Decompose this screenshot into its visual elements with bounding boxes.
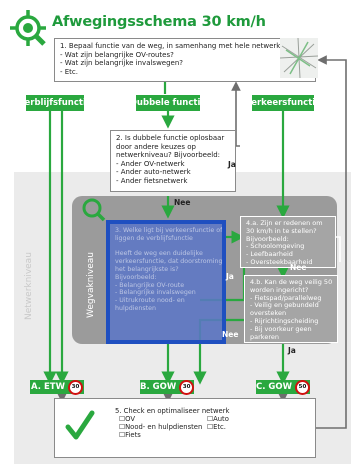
step1-line: - Etc. bbox=[60, 67, 78, 76]
step4b-no-label: Nee bbox=[222, 330, 239, 339]
step1-heading: 1. Bepaal functie van de weg, in samenha… bbox=[60, 42, 281, 50]
step5-option: ☐OV bbox=[119, 415, 135, 423]
step4b-line: worden ingericht? bbox=[250, 285, 309, 294]
step3-line: - Belangrijke invalswegen bbox=[115, 289, 196, 297]
step4b-yes-label: Ja bbox=[288, 346, 296, 355]
step3-line: liggen de verblijfsfunctie bbox=[115, 234, 193, 242]
step4a-line: - Oversteekbaarheid bbox=[246, 257, 313, 266]
step4a-no-label: Nee bbox=[290, 263, 307, 272]
zoom-icon bbox=[80, 196, 106, 222]
step4b-box: 4.b. Kan de weg veilig 50 worden ingeric… bbox=[244, 275, 338, 343]
step2-yes-label: Ja bbox=[228, 160, 236, 169]
step5-heading: 5. Check en optimaliseer netwerk bbox=[115, 407, 230, 415]
network-map-thumbnail bbox=[279, 37, 319, 79]
step4a-box: 4.a. Zijn er redenen om 30 km/h in te st… bbox=[240, 216, 336, 268]
step3-line: hulpdiensten bbox=[115, 304, 156, 312]
step4b-line: oversteken bbox=[250, 309, 287, 318]
step2-line: - Ander fietsnetwerk bbox=[116, 176, 188, 185]
step4a-line: - Schoolomgeving bbox=[246, 242, 305, 251]
step1-line: - Wat zijn belangrijke OV-routes? bbox=[60, 50, 174, 59]
step2-box: 2. Is dubbele functie oplosbaar door and… bbox=[110, 130, 236, 192]
step3-line bbox=[115, 243, 217, 251]
step4a-line: Bijvoorbeeld: bbox=[246, 234, 289, 243]
step4a-line: - Leefbaarheid bbox=[246, 250, 293, 259]
result-b-label: B. GOW bbox=[140, 382, 177, 392]
step5-option: ☐Auto bbox=[207, 415, 229, 423]
step2-line: netwerkniveau? Bijvoorbeeld: bbox=[116, 151, 221, 160]
step5-option: ☐Etc. bbox=[207, 423, 226, 431]
checkmark-icon bbox=[65, 409, 95, 443]
step4b-line: - Bij voorkeur geen bbox=[250, 324, 312, 333]
function-verkeer: Verkeersfunctie bbox=[245, 95, 321, 111]
function-verblijf: Verblijfsfunctie bbox=[18, 95, 92, 111]
step2-no-label: Nee bbox=[174, 198, 191, 207]
speed-sign-icon: 50 bbox=[295, 379, 310, 395]
speed-sign-icon: 30 bbox=[67, 379, 83, 395]
step2-line: door andere keuzes op bbox=[116, 142, 196, 151]
result-c-label: C. GOW bbox=[256, 382, 293, 392]
step3-line: Bijvoorbeeld: bbox=[115, 273, 157, 281]
step4a-line: 4.a. Zijn er redenen om bbox=[246, 219, 323, 227]
step5-option: ☐Nood- en hulpdiensten bbox=[119, 423, 203, 431]
step4b-line: - Veilig en gebundeld bbox=[250, 301, 319, 310]
step4b-line: parkeren bbox=[250, 332, 279, 341]
result-b: B. GOW 30 bbox=[140, 379, 194, 395]
step3-line: 3. Welke ligt bij verkeersfunctie of bbox=[115, 227, 223, 234]
speed-sign-icon: 30 bbox=[179, 379, 194, 395]
step4b-line: - Fietspad/parallelweg bbox=[250, 293, 322, 302]
step1-line: - Wat zijn belangrijke invalswegen? bbox=[60, 59, 184, 68]
step4a-yes-label: Ja bbox=[226, 272, 234, 281]
road-section-level-label: Wegvakniveau bbox=[86, 252, 96, 318]
step2-line: 2. Is dubbele functie oplosbaar bbox=[116, 134, 225, 142]
step3-box: 3. Welke ligt bij verkeersfunctie of lig… bbox=[106, 220, 226, 344]
network-level-label: Netwerkniveau bbox=[24, 252, 34, 320]
page-title: Afwegingsschema 30 km/h bbox=[52, 14, 266, 30]
tangram-logo bbox=[8, 8, 48, 48]
step1-box: 1. Bepaal functie van de weg, in samenha… bbox=[54, 38, 316, 82]
step3-line: - Uitrukroute nood- en bbox=[115, 297, 185, 305]
step3-line: het belangrijkste is? bbox=[115, 265, 179, 273]
result-c: C. GOW 50 bbox=[256, 379, 310, 395]
result-a: A. ETW 30 bbox=[30, 379, 84, 395]
step2-line: - Ander auto-netwerk bbox=[116, 168, 191, 177]
step5-box: 5. Check en optimaliseer netwerk ☐OV ☐Au… bbox=[54, 398, 316, 458]
step4a-line: 30 km/h in te stellen? bbox=[246, 226, 317, 235]
step2-line: - Ander OV-netwerk bbox=[116, 159, 185, 168]
step3-line: - Belangrijke OV-route bbox=[115, 281, 185, 289]
step3-line: verkeersfunctie, dat doorstroming bbox=[115, 258, 223, 266]
step4b-line: - Rijrichtingscheiding bbox=[250, 316, 319, 325]
result-a-label: A. ETW bbox=[31, 382, 65, 392]
step5-option: ☐Fiets bbox=[119, 431, 141, 439]
step3-line: Heeft de weg een duidelijke bbox=[115, 250, 203, 258]
function-dubbel: Dubbele functie bbox=[130, 95, 206, 111]
step4b-line: 4.b. Kan de weg veilig 50 bbox=[250, 278, 333, 286]
